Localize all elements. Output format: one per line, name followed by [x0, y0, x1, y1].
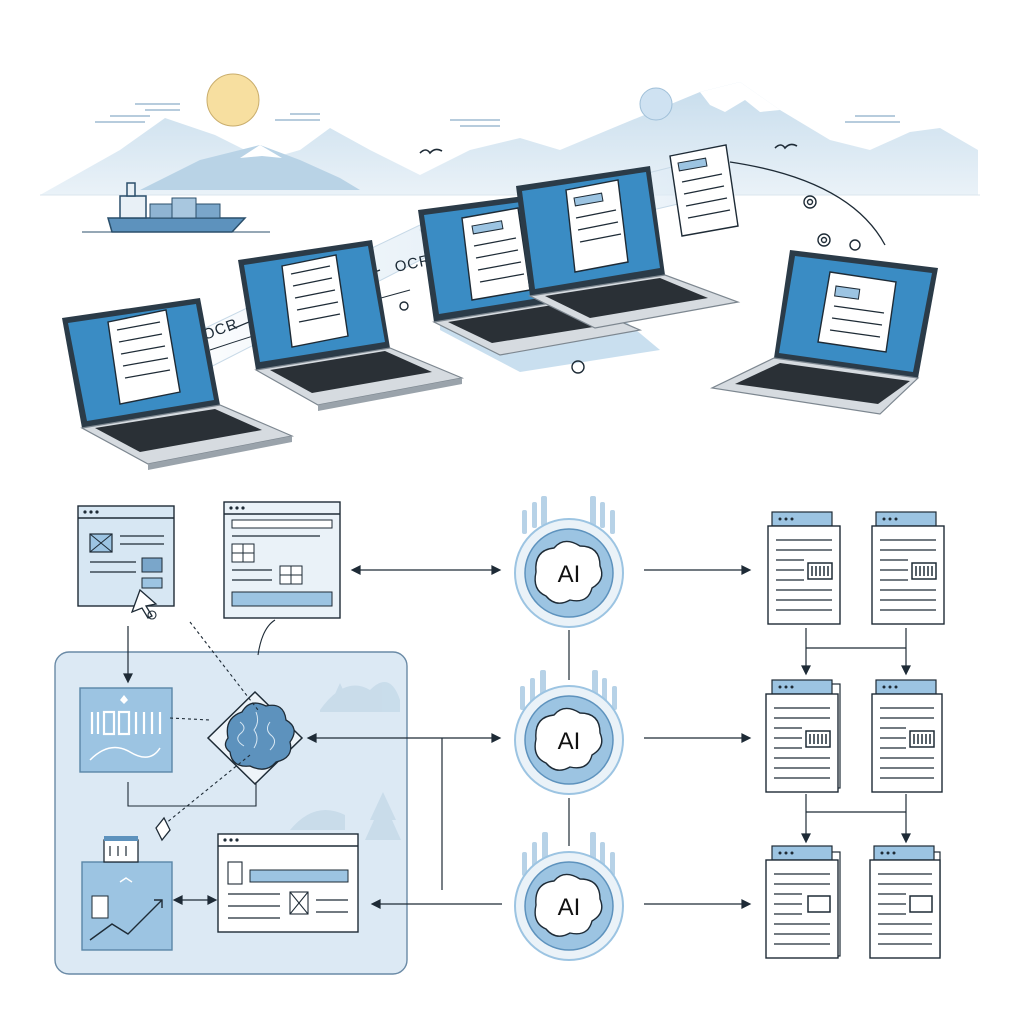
cursor-icon — [130, 588, 158, 620]
output-document-5 — [765, 845, 841, 959]
document-icon — [281, 254, 349, 348]
browser-window-icon — [223, 501, 341, 619]
ai-node-middle: AI — [514, 670, 624, 795]
moon-icon — [639, 87, 673, 121]
ai-node-bottom: AI — [514, 832, 624, 961]
diamond-icon — [155, 816, 171, 842]
sun-icon — [206, 73, 260, 127]
bird-icon — [419, 143, 798, 155]
landscape-background — [40, 82, 980, 196]
output-document-2 — [871, 511, 945, 625]
ai-label-middle: AI — [558, 728, 581, 755]
browser-window-icon — [217, 833, 359, 933]
panel-background-scenery — [290, 682, 401, 840]
clouds — [95, 103, 900, 127]
ai-label-bottom: AI — [558, 894, 581, 921]
chart-card-icon — [81, 861, 173, 951]
document-icon — [817, 271, 897, 353]
ai-node-top: AI — [514, 496, 624, 628]
barcode-icon — [79, 687, 173, 773]
building-icon — [103, 836, 139, 863]
cargo-ship-icon — [82, 182, 270, 233]
flow-arrows — [123, 565, 911, 909]
ai-label-top: AI — [558, 561, 581, 588]
document-icon — [461, 207, 531, 301]
output-document-1 — [767, 511, 841, 625]
document-icon — [107, 309, 181, 405]
output-document-3 — [765, 679, 841, 793]
browser-window-icon — [77, 505, 175, 607]
document-icon — [669, 144, 739, 237]
laptop-2 — [238, 240, 465, 411]
connector-lines — [127, 619, 276, 829]
brain-icon — [206, 690, 304, 786]
document-icon — [565, 179, 629, 273]
output-document-6 — [869, 845, 941, 959]
output-document-4 — [871, 679, 943, 793]
